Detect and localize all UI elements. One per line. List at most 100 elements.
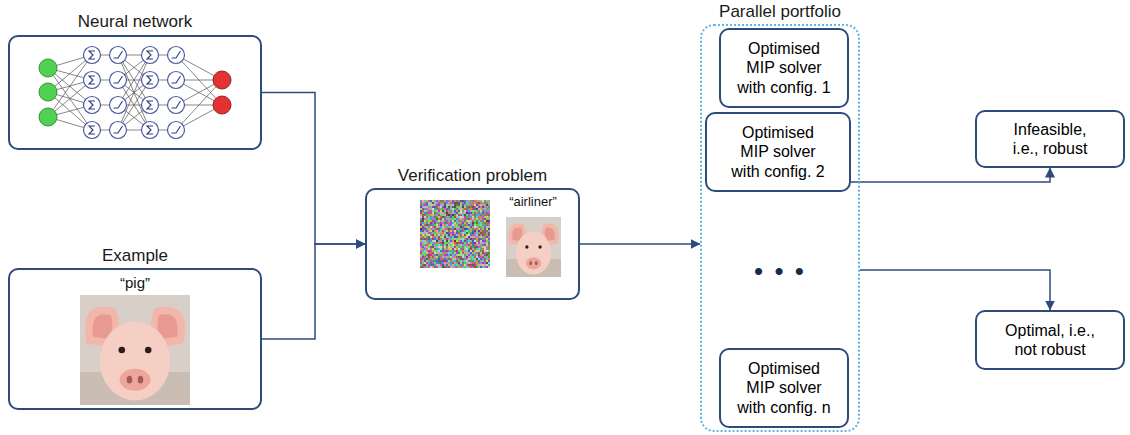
noise-pixel <box>466 230 468 232</box>
noise-pixel <box>468 210 470 212</box>
hidden-neuron <box>84 122 101 139</box>
noise-pixel <box>442 258 444 260</box>
noise-pixel <box>470 234 472 236</box>
noise-pixel <box>480 258 482 260</box>
noise-pixel <box>458 206 460 208</box>
noise-pixel <box>426 226 428 228</box>
noise-pixel <box>484 242 486 244</box>
noise-pixel <box>444 264 446 266</box>
noise-pixel <box>460 220 462 222</box>
noise-pixel <box>484 212 486 214</box>
noise-pixel <box>484 264 486 266</box>
noise-pixel <box>460 208 462 210</box>
noise-pixel <box>426 216 428 218</box>
noise-pixel <box>448 234 450 236</box>
noise-pixel <box>464 230 466 232</box>
noise-pixel <box>422 212 424 214</box>
noise-pixel <box>432 234 434 236</box>
noise-pixel <box>480 206 482 208</box>
noise-pixel <box>458 232 460 234</box>
noise-pixel <box>434 210 436 212</box>
noise-pixel <box>434 220 436 222</box>
noise-pixel <box>464 200 466 202</box>
noise-pixel <box>440 222 442 224</box>
noise-pixel <box>486 202 488 204</box>
noise-pixel <box>432 232 434 234</box>
noise-pixel <box>486 214 488 216</box>
noise-pixel <box>452 240 454 242</box>
hidden-neuron <box>168 97 185 114</box>
noise-pixel <box>466 252 468 254</box>
noise-pixel <box>420 234 422 236</box>
noise-pixel <box>448 248 450 250</box>
noise-pixel <box>474 234 476 236</box>
group-heading: Parallel portfolio <box>672 2 888 22</box>
noise-pixel <box>430 224 432 226</box>
noise-pixel <box>474 266 476 268</box>
noise-pixel <box>464 244 466 246</box>
noise-pixel <box>484 222 486 224</box>
noise-pixel <box>438 200 440 202</box>
hidden-neuron <box>84 47 101 64</box>
noise-pixel <box>466 264 468 266</box>
noise-pixel <box>450 220 452 222</box>
noise-pixel <box>428 230 430 232</box>
noise-pixel <box>446 212 448 214</box>
noise-pixel <box>432 250 434 252</box>
noise-pixel <box>430 204 432 206</box>
noise-pixel <box>474 230 476 232</box>
noise-pixel <box>450 228 452 230</box>
noise-pixel <box>426 254 428 256</box>
noise-pixel <box>436 238 438 240</box>
noise-pixel <box>462 236 464 238</box>
noise-pixel <box>464 262 466 264</box>
noise-pixel <box>466 226 468 228</box>
noise-pixel <box>476 206 478 208</box>
noise-pixel <box>488 260 490 262</box>
noise-pixel <box>454 236 456 238</box>
noise-pixel <box>482 238 484 240</box>
noise-pixel <box>426 210 428 212</box>
noise-pixel <box>448 218 450 220</box>
noise-pixel <box>450 238 452 240</box>
noise-pixel <box>474 226 476 228</box>
noise-pixel <box>472 200 474 202</box>
noise-pixel <box>472 208 474 210</box>
noise-pixel <box>440 200 442 202</box>
noise-pixel <box>460 258 462 260</box>
noise-pixel <box>446 232 448 234</box>
noise-pixel <box>450 230 452 232</box>
noise-pixel <box>436 252 438 254</box>
noise-pixel <box>450 264 452 266</box>
noise-pixel <box>428 242 430 244</box>
flow-arrow <box>262 93 365 245</box>
noise-pixel <box>446 242 448 244</box>
noise-pixel <box>488 234 490 236</box>
noise-pixel <box>464 248 466 250</box>
noise-pixel <box>452 222 454 224</box>
noise-pixel <box>486 248 488 250</box>
noise-pixel <box>440 224 442 226</box>
noise-pixel <box>440 210 442 212</box>
noise-pixel <box>456 218 458 220</box>
noise-pixel <box>452 208 454 210</box>
noise-pixel <box>432 208 434 210</box>
noise-pixel <box>456 232 458 234</box>
noise-pixel <box>464 202 466 204</box>
noise-pixel <box>458 220 460 222</box>
noise-pixel <box>464 242 466 244</box>
noise-pixel <box>460 218 462 220</box>
noise-pixel <box>426 222 428 224</box>
noise-pixel <box>422 254 424 256</box>
noise-pixel <box>452 260 454 262</box>
noise-pixel <box>462 212 464 214</box>
noise-pixel <box>460 248 462 250</box>
noise-pixel <box>484 258 486 260</box>
noise-pixel <box>464 222 466 224</box>
noise-pixel <box>460 222 462 224</box>
noise-pixel <box>434 224 436 226</box>
noise-pixel <box>432 240 434 242</box>
noise-pixel <box>486 256 488 258</box>
noise-pixel <box>452 264 454 266</box>
noise-pixel <box>462 218 464 220</box>
